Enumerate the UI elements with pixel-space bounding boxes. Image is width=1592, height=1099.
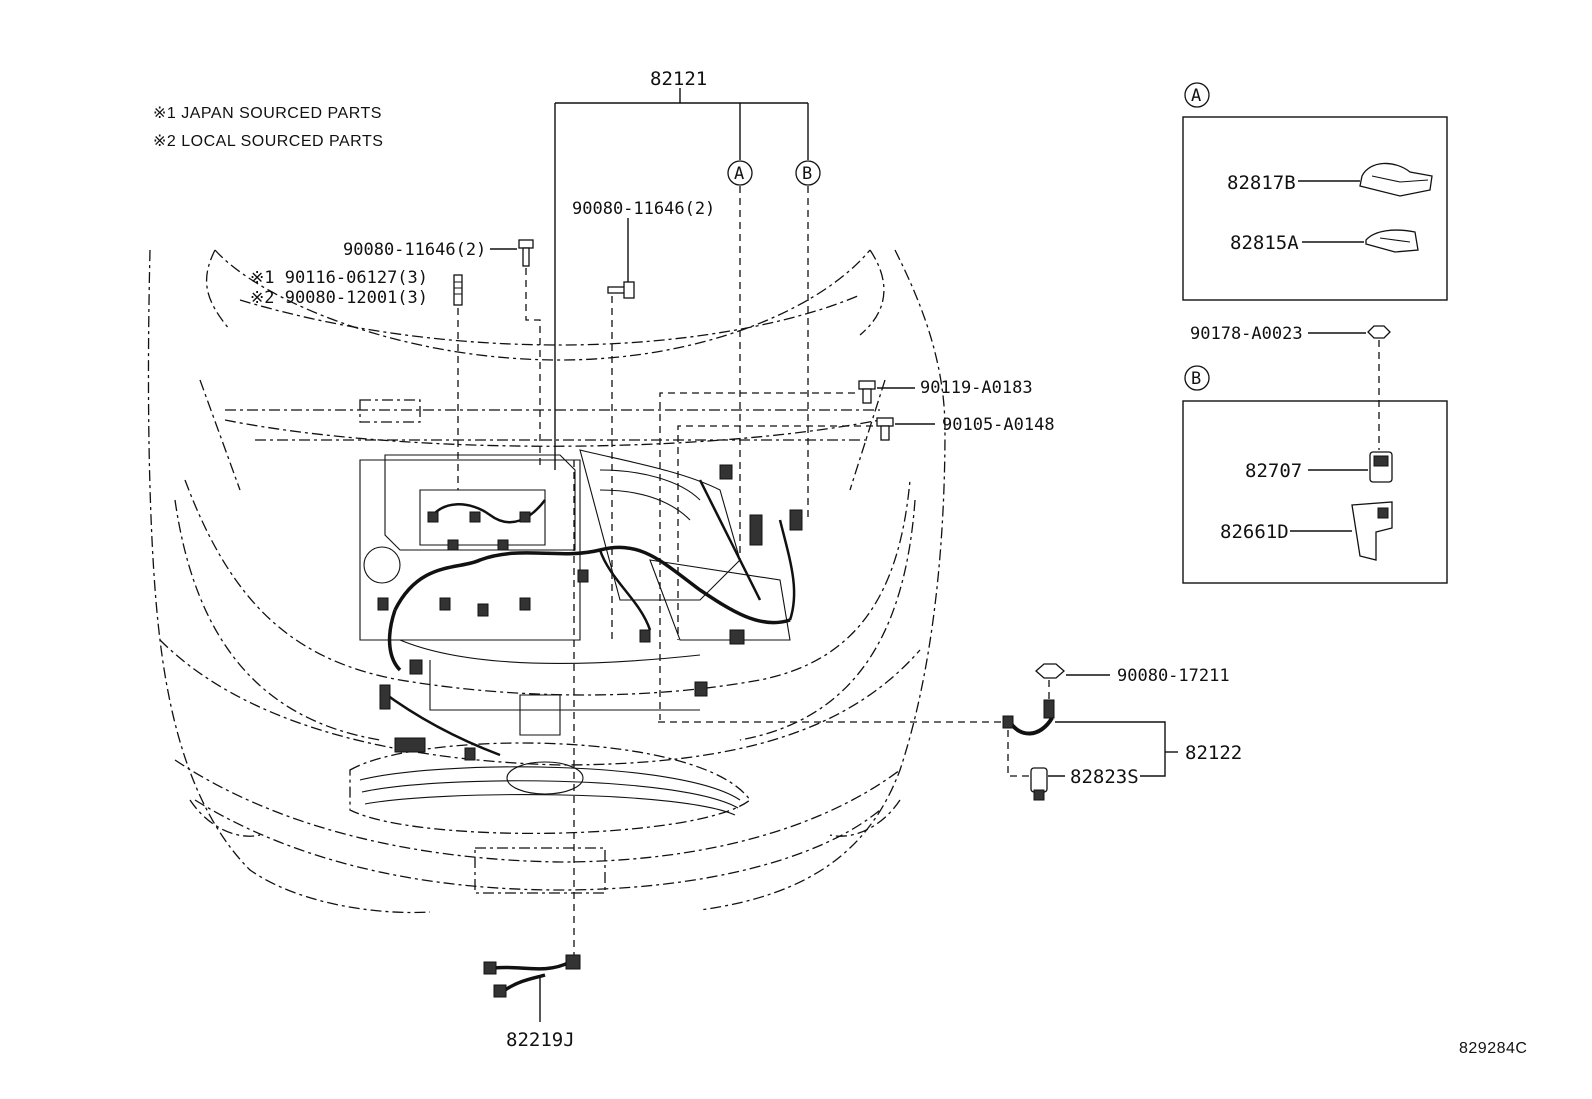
stud-bolt-icon — [453, 274, 463, 306]
label-82815a: 82815A — [1230, 232, 1299, 254]
inset-b-frame — [1182, 400, 1448, 584]
dash-a0183 — [659, 392, 855, 720]
dash-bolt-left — [525, 268, 541, 470]
part-82817b-icon — [1359, 162, 1433, 197]
leader-82122-bracket — [1055, 721, 1166, 777]
label-90105-a0148: 90105-A0148 — [942, 415, 1055, 435]
label-82122: 82122 — [1185, 742, 1242, 764]
label-90119-a0183: 90119-A0183 — [920, 378, 1033, 398]
label-82121: 82121 — [650, 68, 707, 90]
svg-text:B: B — [802, 164, 812, 184]
svg-text:A: A — [734, 164, 744, 184]
engine-wire-harness — [377, 464, 803, 761]
fuse-82823s-icon — [1030, 767, 1048, 801]
svg-text:A: A — [1191, 86, 1201, 106]
vehicle-front-outline — [147, 249, 946, 914]
engine-compartment — [359, 449, 791, 736]
bolt-left-icon — [518, 239, 534, 267]
inset-a-frame — [1182, 116, 1448, 301]
dash-82823s — [1007, 730, 1030, 777]
callout-b-circle: B — [795, 160, 821, 186]
part-82661d-icon — [1351, 501, 1393, 561]
inset-a-ref-circle: A — [1184, 82, 1210, 108]
part-82707-icon — [1369, 451, 1393, 483]
label-82707: 82707 — [1245, 460, 1302, 482]
label-82823s: 82823S — [1070, 766, 1139, 788]
bolt-a0148-icon — [876, 417, 894, 441]
dash-a0148 — [677, 425, 873, 640]
figure-id: 829284C — [1459, 1040, 1527, 1057]
svg-text:B: B — [1191, 369, 1201, 389]
label-90178-a0023: 90178-A0023 — [1190, 324, 1303, 344]
inset-b-ref-circle: B — [1184, 365, 1210, 391]
callout-a-circle: A — [727, 160, 753, 186]
label-90080-12001: ※2 90080-12001(3) — [250, 288, 428, 308]
bolt-center-icon — [607, 281, 635, 299]
label-90080-17211: 90080-17211 — [1117, 666, 1230, 686]
front-harness-82219j-icon — [483, 954, 581, 998]
label-82817b: 82817B — [1227, 172, 1296, 194]
label-90080-11646-left: 90080-11646(2) — [343, 240, 486, 260]
note-local-sourced: ※2 LOCAL SOURCED PARTS — [153, 133, 383, 150]
label-90116-06127: ※1 90116-06127(3) — [250, 268, 428, 288]
label-82219j: 82219J — [506, 1029, 575, 1051]
sub-harness-82122-icon — [1002, 699, 1055, 736]
part-82815a-icon — [1365, 229, 1419, 253]
label-82661d: 82661D — [1220, 521, 1289, 543]
note-japan-sourced: ※1 JAPAN SOURCED PARTS — [153, 105, 382, 122]
clip-a0023-icon — [1367, 325, 1391, 339]
callout-82121-leader — [554, 88, 809, 560]
bolt-a0183-icon — [858, 380, 876, 404]
label-90080-11646-center: 90080-11646(2) — [572, 199, 715, 219]
nut-17211-icon — [1035, 663, 1065, 679]
